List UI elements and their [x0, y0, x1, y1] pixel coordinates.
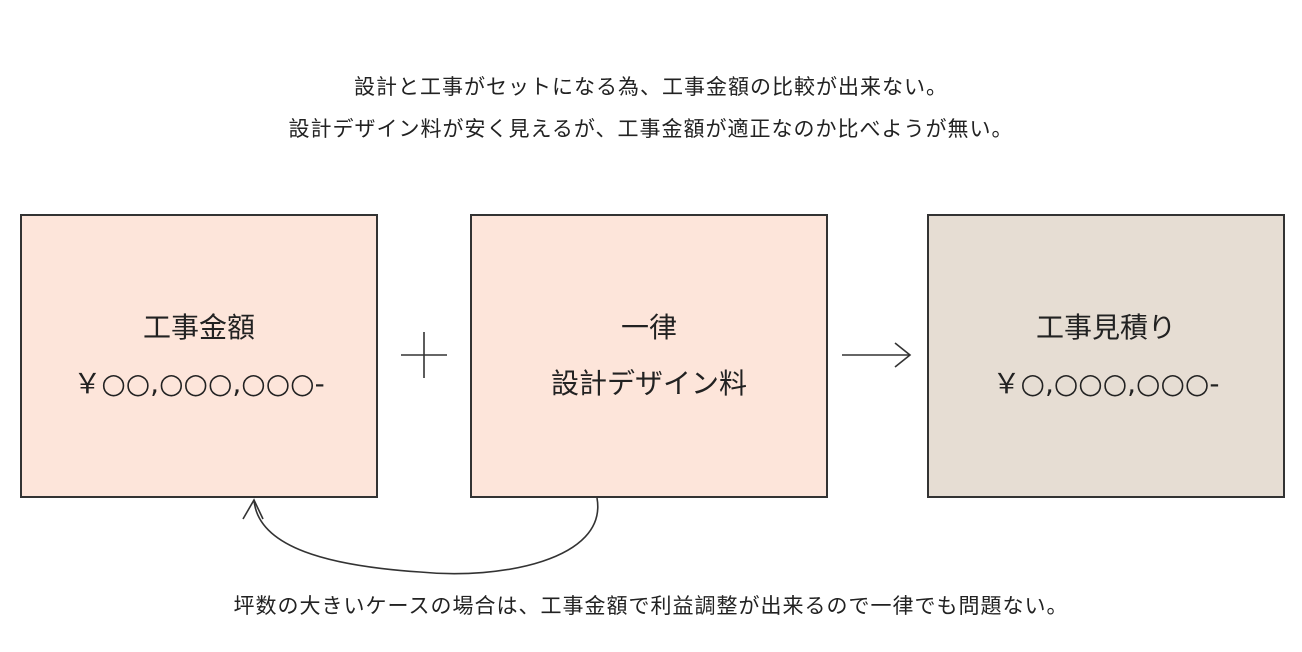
construction-estimate-value: ￥○,○○○,○○○-: [992, 367, 1220, 400]
intro-line-1: 設計と工事がセットになる為、工事金額の比較が出来ない。: [354, 75, 948, 99]
construction-cost-value: ￥○○,○○○,○○○-: [73, 367, 325, 400]
arrow-right-icon: [842, 342, 912, 368]
intro-text: 設計と工事がセットになる為、工事金額の比較が出来ない。 設計デザイン料が安く見え…: [0, 66, 1302, 150]
intro-line-2: 設計デザイン料が安く見えるが、工事金額が適正なのか比べようが無い。: [288, 117, 1014, 141]
design-fee-box: 一律 設計デザイン料: [470, 214, 828, 498]
construction-estimate-title: 工事見積り: [1035, 311, 1176, 344]
design-fee-label: 設計デザイン料: [550, 367, 747, 400]
construction-cost-box: 工事金額 ￥○○,○○○,○○○-: [20, 214, 378, 498]
construction-estimate-box: 工事見積り ￥○,○○○,○○○-: [927, 214, 1285, 498]
curved-return-arrow: [242, 497, 599, 575]
footnote-text: 坪数の大きいケースの場合は、工事金額で利益調整が出来るので一律でも問題ない。: [233, 594, 1069, 618]
plus-icon: [401, 332, 447, 378]
construction-cost-title: 工事金額: [142, 311, 255, 344]
design-fee-flat-label: 一律: [620, 311, 677, 344]
